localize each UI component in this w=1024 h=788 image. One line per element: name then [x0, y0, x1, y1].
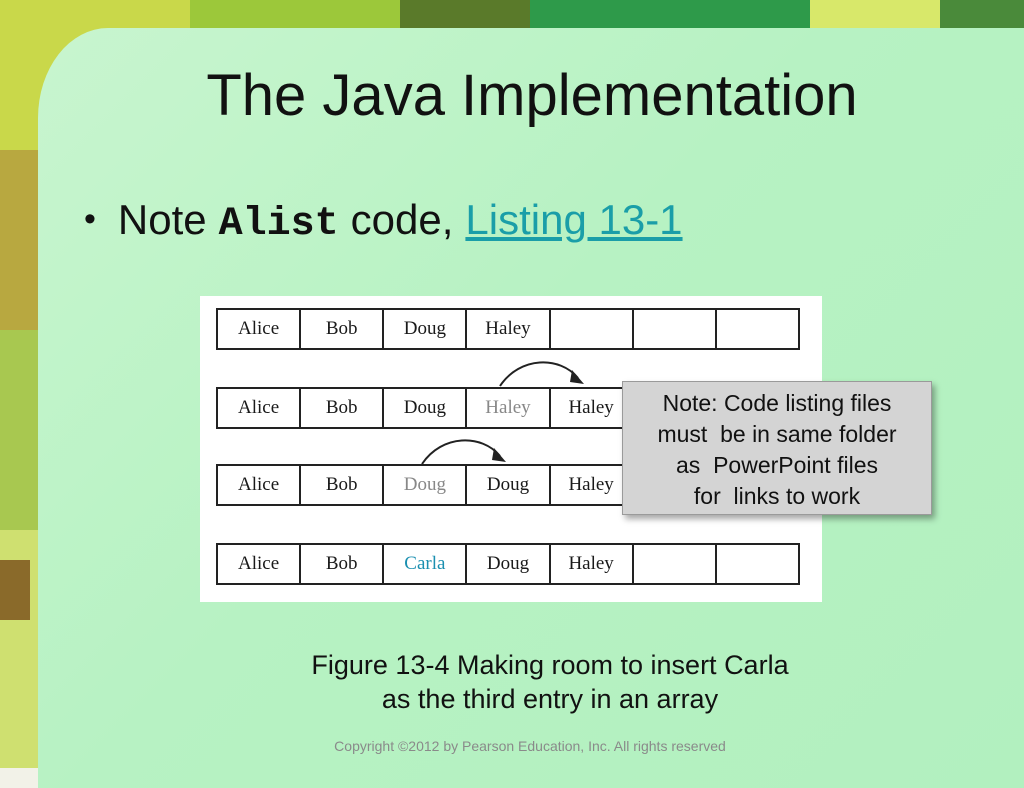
slide-title: The Java Implementation — [206, 63, 858, 128]
array-cell: Doug — [467, 466, 551, 504]
array-cell: Bob — [301, 545, 385, 583]
array-cell — [634, 545, 717, 583]
note-line: must be in same folder — [657, 421, 897, 447]
caption-line-1: Figure 13-4 Making room to insert Carla — [311, 650, 789, 680]
array-cell — [717, 545, 798, 583]
array-cell: Doug — [467, 545, 551, 583]
array-cell — [551, 310, 634, 348]
mosaic-tile — [0, 560, 30, 620]
array-cell — [634, 310, 717, 348]
array-cell: Doug — [384, 310, 468, 348]
array-cell: Alice — [218, 389, 302, 427]
array-cell: Doug — [384, 466, 468, 504]
note-line: Note: Code listing files — [662, 390, 892, 416]
array-cell: Alice — [218, 545, 302, 583]
copyright-footer: Copyright ©2012 by Pearson Education, In… — [334, 738, 726, 754]
bullet-middle-text: code, — [350, 196, 454, 243]
array-cell — [717, 310, 798, 348]
listing-link[interactable]: Listing 13-1 — [465, 196, 683, 243]
mosaic-tile — [0, 150, 40, 330]
array-cell: Bob — [301, 389, 385, 427]
array-cell: Alice — [218, 310, 302, 348]
array-row-3: Alice Bob Doug Doug Haley — [216, 464, 800, 506]
array-cell: Bob — [301, 466, 385, 504]
array-row-4: Alice Bob Carla Doug Haley — [216, 543, 800, 585]
note-line: as PowerPoint files — [676, 452, 878, 478]
bullet-prefix: Note — [117, 196, 207, 243]
note-line: for links to work — [693, 483, 861, 509]
figure-caption: Figure 13-4 Making room to insert Carla … — [238, 648, 862, 716]
shift-arrow-2 — [421, 439, 506, 465]
array-cell: Alice — [218, 466, 302, 504]
caption-line-2: as the third entry in an array — [381, 684, 719, 714]
array-row-1: Alice Bob Doug Haley — [216, 308, 800, 350]
bullet-code-term: Alist — [218, 202, 339, 247]
note-callout: Note: Code listing files must be in same… — [622, 381, 932, 515]
bullet-marker: • — [84, 200, 96, 238]
array-cell: Doug — [384, 389, 468, 427]
array-cell: Haley — [467, 310, 551, 348]
mosaic-tile — [0, 330, 40, 530]
array-cell: Haley — [467, 389, 551, 427]
array-cell: Carla — [384, 545, 468, 583]
array-cell: Bob — [301, 310, 385, 348]
bullet-item: • Note Alist code, Listing 13-1 — [84, 196, 683, 247]
shift-arrow-1 — [499, 361, 584, 387]
array-row-2: Alice Bob Doug Haley Haley — [216, 387, 800, 429]
array-cell: Haley — [551, 545, 634, 583]
